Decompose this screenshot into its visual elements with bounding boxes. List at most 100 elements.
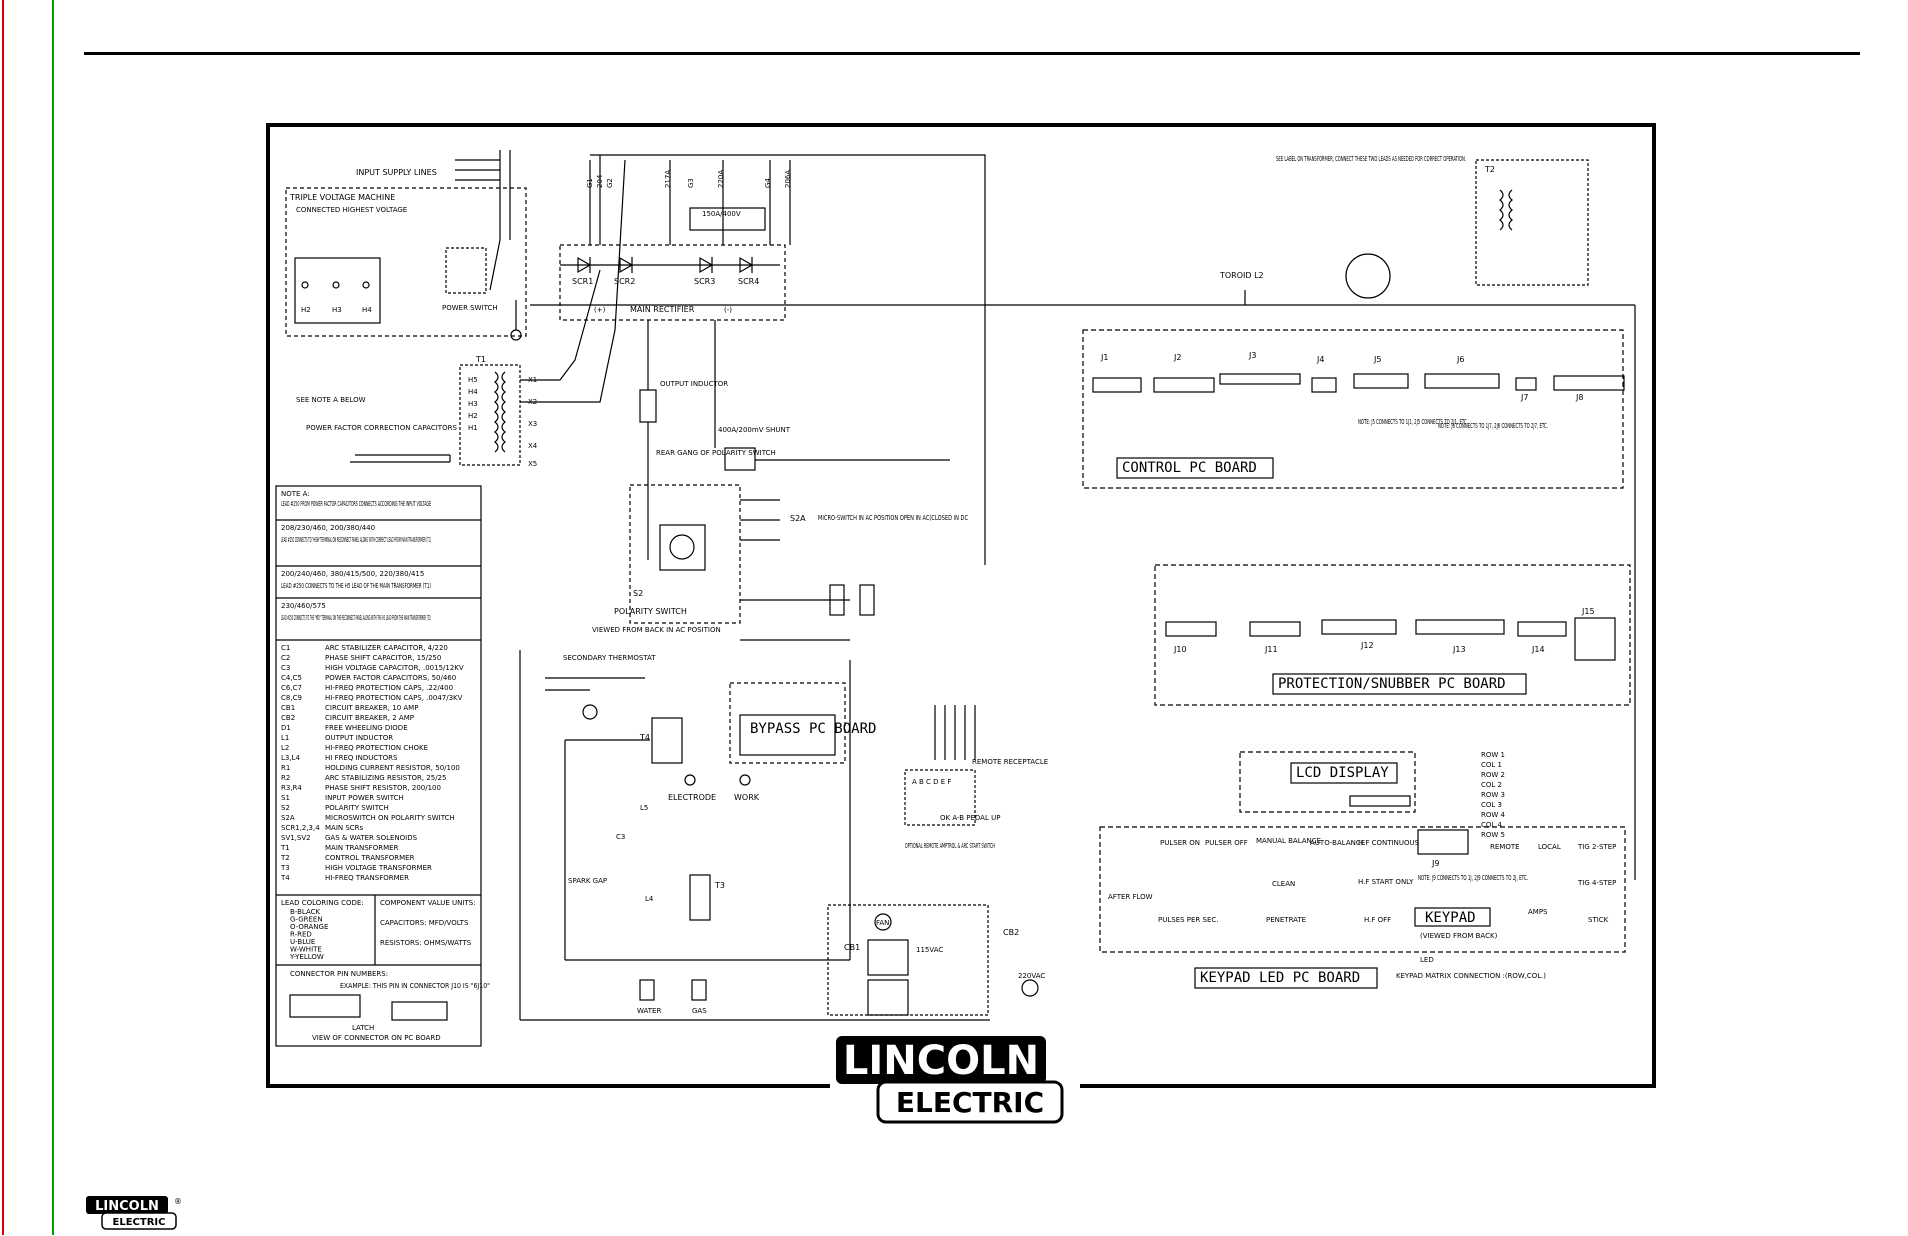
j6-label: J6	[1456, 355, 1464, 364]
component-ref: T2	[280, 854, 290, 862]
s2-label: S2	[633, 589, 643, 598]
cb1-label: CB1	[844, 943, 860, 952]
v2-title: 200/240/460, 380/415/500, 220/380/415	[281, 570, 424, 578]
t3-label: T3	[714, 881, 725, 890]
key-manual-balance: MANUAL BALANCE	[1256, 837, 1321, 845]
component-units-title: COMPONENT VALUE UNITS:	[380, 899, 476, 907]
component-ref: SV1,SV2	[281, 834, 311, 842]
component-desc: PHASE SHIFT CAPACITOR, 15/250	[325, 654, 441, 662]
component-desc: MAIN SCRs	[325, 824, 364, 832]
see-note-label: SEE NOTE A BELOW	[296, 396, 366, 404]
j8-label: J8	[1575, 393, 1583, 402]
toroid-label: TOROID L2	[1219, 271, 1264, 280]
component-desc: HIGH VOLTAGE CAPACITOR, .0015/12KV	[325, 664, 464, 672]
lead-color-title: LEAD COLORING CODE:	[281, 899, 364, 907]
svg-text:H1: H1	[468, 424, 478, 432]
logo-line1: LINCOLN	[843, 1038, 1039, 1084]
cb2-label: CB2	[1003, 928, 1019, 937]
component-ref: T4	[280, 874, 290, 882]
component-desc: GAS & WATER SOLENOIDS	[325, 834, 418, 842]
s2a-label: S2A	[790, 514, 806, 523]
see-label-note: SEE LABEL ON TRANSFORMER, CONNECT THESE …	[1276, 155, 1466, 163]
header-rule	[84, 52, 1860, 55]
protection-pc-board: J10 J11 J12 J13 J14 J15 PROTECTION/SNUBB…	[1154, 564, 1631, 706]
spark-gap-label: SPARK GAP	[568, 877, 607, 885]
lcd-label: LCD DISPLAY	[1296, 765, 1389, 781]
key-pulser-off: PULSER OFF	[1205, 839, 1248, 847]
component-desc: ARC STABILIZER CAPACITOR, 4/220	[325, 644, 448, 652]
c3-label: C3	[616, 833, 625, 841]
component-desc: HI FREQ INDUCTORS	[325, 754, 398, 762]
component-desc: HOLDING CURRENT RESISTOR, 50/100	[325, 764, 460, 772]
component-desc: CIRCUIT BREAKER, 2 AMP	[325, 714, 414, 722]
j3-label: J3	[1248, 351, 1256, 360]
component-ref: C1	[281, 644, 290, 652]
svg-text:H4: H4	[362, 306, 372, 314]
connector-example: EXAMPLE: THIS PIN IN CONNECTOR J10 IS "6…	[340, 982, 490, 990]
row-1: ROW 1	[1481, 751, 1505, 759]
remote-title: REMOTE RECEPTACLE	[972, 758, 1048, 766]
row-2: ROW 2	[1481, 771, 1505, 779]
key-local: LOCAL	[1538, 843, 1561, 851]
input-supply-label: INPUT SUPPLY LINES	[356, 168, 437, 177]
component-ref: SCR1,2,3,4	[281, 824, 320, 832]
protection-board-label: PROTECTION/SNUBBER PC BOARD	[1278, 676, 1506, 692]
t4-label: T4	[639, 733, 650, 742]
lincoln-electric-logo: LINCOLN ELECTRIC	[830, 1030, 1080, 1130]
water-label: WATER	[637, 1007, 661, 1015]
svg-text:G4: G4	[764, 178, 772, 188]
scr4-label: SCR4	[738, 277, 759, 286]
left-accent-green	[52, 0, 54, 1235]
component-ref: D1	[281, 724, 291, 732]
capacitors-units: CAPACITORS: MFD/VOLTS	[380, 919, 469, 927]
keypad-viewed-label: (VIEWED FROM BACK)	[1420, 932, 1498, 940]
lcd-display: LCD DISPLAY ROW 1 COL 1 ROW 2 COL 2 ROW …	[1239, 751, 1506, 839]
footer-logo-reg: ®	[174, 1197, 182, 1206]
note-a-title: NOTE A:	[281, 490, 310, 498]
note-a-text: LEAD #250 FROM POWER FACTOR CAPACITORS C…	[281, 500, 431, 508]
component-desc: HI-FREQ PROTECTION CHOKE	[325, 744, 428, 752]
control-pc-board: J1 J2 J3 J4 J5 J6 J7 J8 NOTE: J5 CONNECT…	[1082, 329, 1625, 489]
component-ref: L3,L4	[281, 754, 300, 762]
key-pulses-per-sec: PULSES PER SEC.	[1158, 916, 1219, 924]
remote-ok: OK A-B PEDAL UP	[940, 814, 1000, 822]
key-after-flow: AFTER FLOW	[1108, 893, 1153, 901]
key-remote: REMOTE	[1490, 843, 1520, 851]
svg-text:H2: H2	[301, 306, 311, 314]
svg-text:220A: 220A	[717, 170, 725, 188]
control-transformer: SEE LABEL ON TRANSFORMER, CONNECT THESE …	[530, 155, 1636, 880]
remote-optional: OPTIONAL REMOTE AMPTROL & ARC START SWIT…	[905, 842, 995, 850]
output-inductor-label: OUTPUT INDUCTOR	[660, 380, 728, 388]
fan-label: FAN	[876, 919, 889, 927]
scr1-label: SCR1	[572, 277, 593, 286]
col-4: COL 4	[1481, 821, 1503, 829]
svg-text:H3: H3	[468, 400, 478, 408]
component-desc: POLARITY SWITCH	[325, 804, 389, 812]
key-amps: AMPS	[1528, 908, 1548, 916]
microswitch-label: MICRO-SWITCH IN AC POSITION OPEN IN AC(C…	[818, 514, 968, 522]
j10-label: J10	[1173, 645, 1187, 654]
key-auto-balance: AUTO-BALANCE	[1310, 839, 1365, 847]
component-ref: C3	[281, 664, 290, 672]
output-section: OUTPUT INDUCTOR 400A/200mV SHUNT REAR GA…	[592, 320, 968, 641]
svg-text:G3: G3	[687, 178, 695, 188]
main-rectifier-label: MAIN RECTIFIER	[630, 305, 695, 314]
j14-label: J14	[1531, 645, 1545, 654]
keypad-matrix-label: KEYPAD MATRIX CONNECTION :(ROW,COL.)	[1396, 972, 1546, 980]
lead-color-item: O-ORANGE	[290, 923, 328, 931]
note-j9: NOTE: J9 CONNECTS TO 1J, 2J9 CONNECTS TO…	[1418, 874, 1528, 882]
component-desc: CONTROL TRANSFORMER	[325, 854, 415, 862]
component-desc: FREE WHEELING DIODE	[325, 724, 408, 732]
footer-logo: LINCOLN ® ELECTRIC	[84, 1192, 182, 1232]
component-desc: MAIN TRANSFORMER	[325, 844, 399, 852]
row-4: ROW 4	[1481, 811, 1506, 819]
gas-label: GAS	[692, 1007, 707, 1015]
logo-line2: ELECTRIC	[896, 1086, 1044, 1119]
component-ref: C4,C5	[281, 674, 302, 682]
l4-label: L4	[645, 895, 654, 903]
component-ref: R1	[281, 764, 290, 772]
component-desc: MICROSWITCH ON POLARITY SWITCH	[325, 814, 455, 822]
component-desc: OUTPUT INDUCTOR	[325, 734, 393, 742]
